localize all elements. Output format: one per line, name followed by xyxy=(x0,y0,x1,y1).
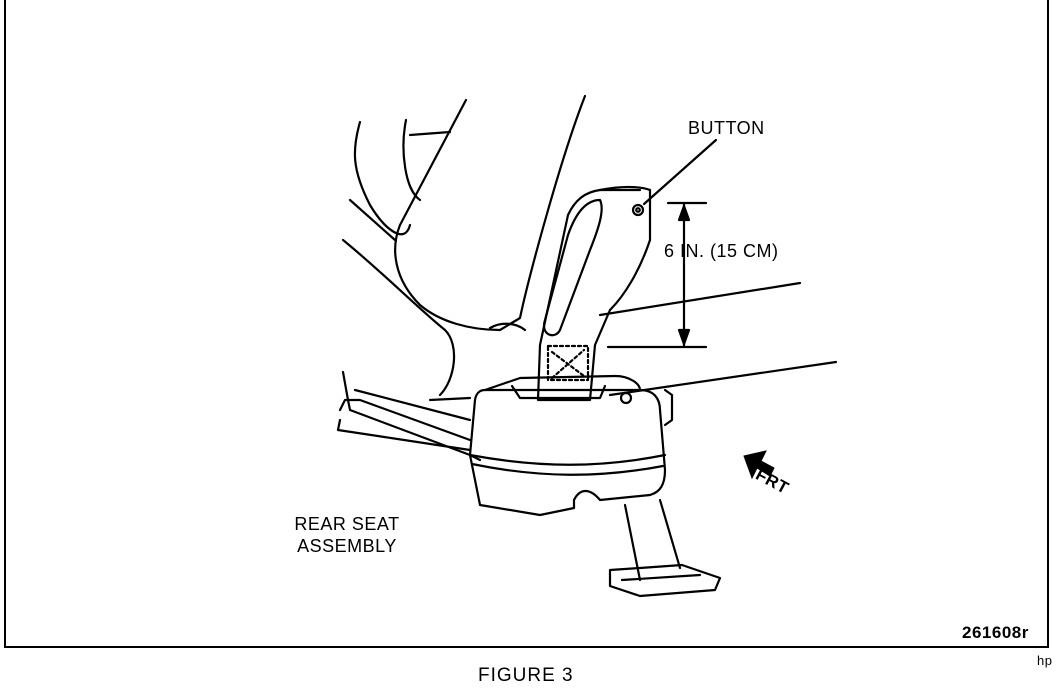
figure-number: 261608r xyxy=(962,623,1029,642)
seat-line xyxy=(348,198,397,242)
arrow-front-icon xyxy=(743,450,775,480)
buckle-top xyxy=(483,374,642,392)
cushion-lower-curve xyxy=(488,322,527,332)
button-label: BUTTON xyxy=(688,118,765,138)
artist-mark: hp xyxy=(1037,653,1053,668)
belt-strap xyxy=(536,188,652,402)
belt-top xyxy=(598,185,652,192)
mount-plate xyxy=(608,563,722,598)
belt-strap-inner xyxy=(542,198,603,337)
seat-line xyxy=(408,130,452,137)
floor-line xyxy=(598,281,802,317)
rear-seat-label-line1: REAR SEAT xyxy=(294,514,400,534)
seat-cushion xyxy=(394,94,587,332)
seat-cushion-front xyxy=(341,238,456,397)
figure-caption: FIGURE 3 xyxy=(478,665,574,686)
seat-back-edge xyxy=(402,118,422,202)
button-icon xyxy=(631,203,645,217)
buckle-housing xyxy=(468,388,667,517)
seat-back xyxy=(353,120,412,236)
rear-seat-label: REAR SEAT ASSEMBLY xyxy=(287,513,407,557)
floor-pan xyxy=(341,370,482,462)
button-leader xyxy=(642,138,718,206)
figure-frame xyxy=(4,0,1049,648)
floor-line xyxy=(608,360,838,397)
dimension-label: 6 IN. (15 CM) xyxy=(664,241,779,261)
rear-seat-label-line2: ASSEMBLY xyxy=(297,536,397,556)
belt-stitching xyxy=(546,344,590,382)
buckle-band xyxy=(468,453,667,466)
